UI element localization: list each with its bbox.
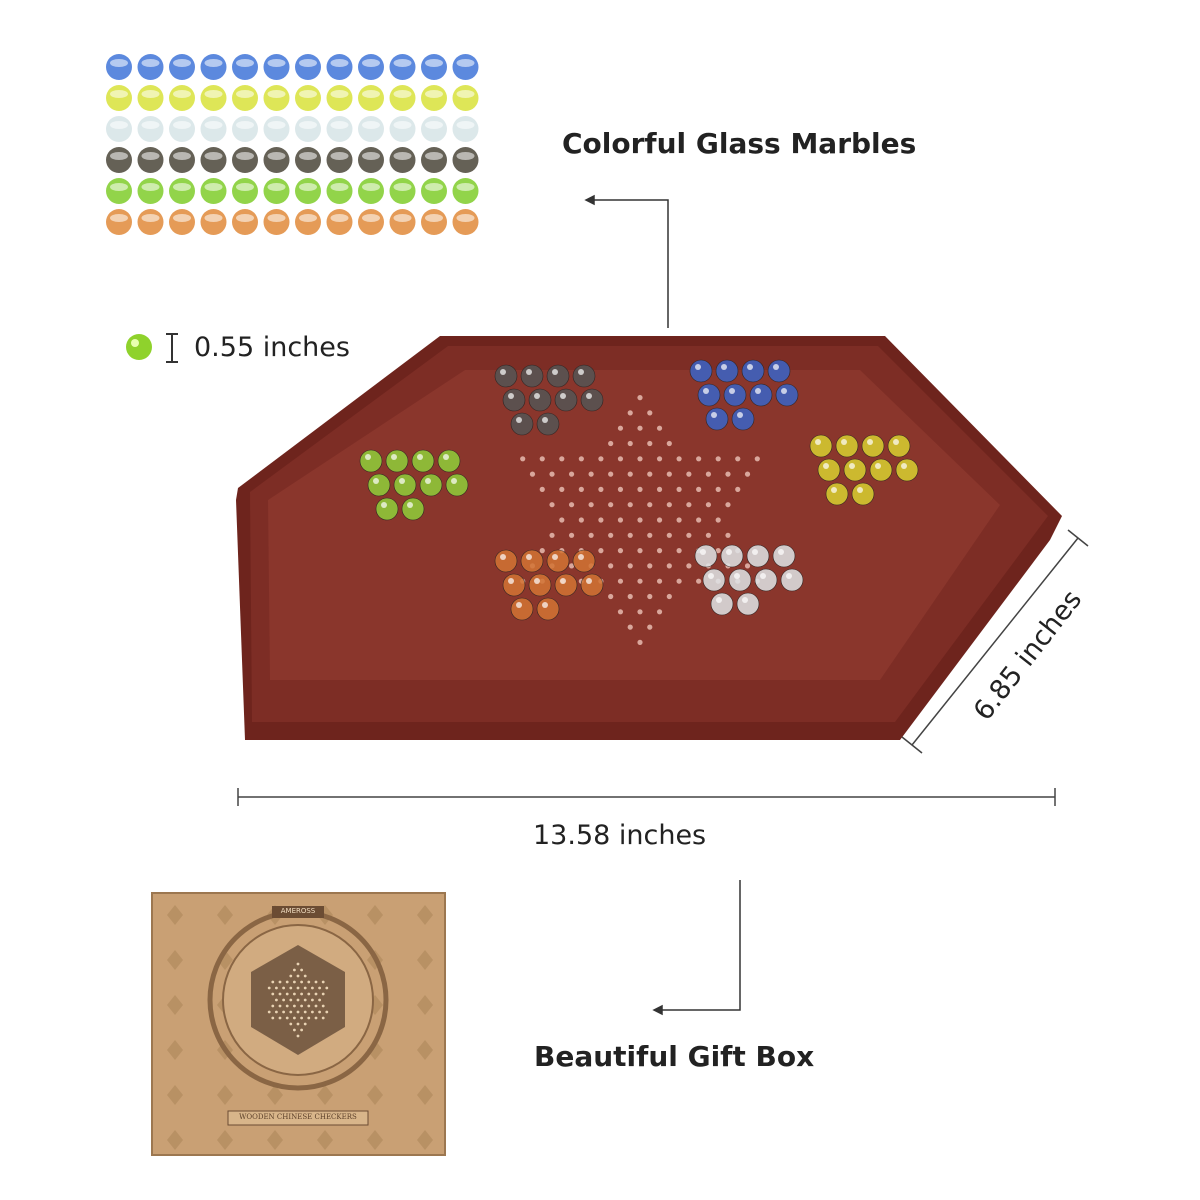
board-marble <box>528 573 552 597</box>
board-marble <box>895 458 919 482</box>
pointer-marbles <box>584 194 669 328</box>
board-marble <box>736 592 760 616</box>
board-marble <box>494 549 518 573</box>
board-marble <box>546 549 570 573</box>
board-marble <box>580 388 604 412</box>
board-marble <box>775 383 799 407</box>
board-marble <box>887 434 911 458</box>
board-marble <box>694 544 718 568</box>
board-marble <box>385 449 409 473</box>
board-marble <box>393 473 417 497</box>
board-marble <box>772 544 796 568</box>
board-marble <box>445 473 469 497</box>
board-marble <box>494 364 518 388</box>
marble-color-grid <box>106 54 479 235</box>
board-marble <box>697 383 721 407</box>
board-marble <box>546 364 570 388</box>
depth-dimension-line <box>901 529 1089 754</box>
board-marble <box>705 407 729 431</box>
board-marble <box>572 549 596 573</box>
board-marble <box>419 473 443 497</box>
board-marble <box>689 359 713 383</box>
board-marble <box>720 544 744 568</box>
board-marble <box>510 597 534 621</box>
board-marble <box>580 573 604 597</box>
width-caption: 13.58 inches <box>533 820 707 851</box>
board-marble <box>825 482 849 506</box>
board-marble <box>861 434 885 458</box>
board-marble <box>554 573 578 597</box>
board-marble <box>767 359 791 383</box>
board-marble <box>754 568 778 592</box>
width-dimension-line <box>237 788 1056 806</box>
board-marble <box>520 549 544 573</box>
board-marble <box>411 449 435 473</box>
board-marble <box>817 458 841 482</box>
gift-box <box>151 892 446 1156</box>
board-marble <box>536 597 560 621</box>
board <box>236 336 1062 740</box>
board-marble <box>359 449 383 473</box>
board-marble <box>843 458 867 482</box>
board-marble <box>728 568 752 592</box>
marble-size-icon <box>126 333 178 363</box>
board-marble <box>437 449 461 473</box>
board-marble <box>869 458 893 482</box>
gift-box-brand: AMEROSS <box>280 907 316 915</box>
board-marble <box>536 412 560 436</box>
marbles-caption: Colorful Glass Marbles <box>562 127 917 160</box>
board-marble <box>367 473 391 497</box>
board-marble <box>510 412 534 436</box>
board-marble <box>554 388 578 412</box>
board-marbles <box>359 359 919 621</box>
board-marble <box>835 434 859 458</box>
board-marble <box>851 482 875 506</box>
marble-size-caption: 0.55 inches <box>194 332 350 363</box>
board-marble <box>741 359 765 383</box>
board-marble <box>746 544 770 568</box>
board-marble <box>749 383 773 407</box>
gift-box-title: WOODEN CHINESE CHECKERS <box>239 1113 357 1121</box>
board-marble <box>780 568 804 592</box>
board-marble <box>520 364 544 388</box>
board-marble <box>401 497 425 521</box>
board-marble <box>702 568 726 592</box>
board-marble <box>375 497 399 521</box>
board-marble <box>528 388 552 412</box>
board-marble <box>809 434 833 458</box>
board-marble <box>572 364 596 388</box>
pointer-gift-box <box>652 880 741 1016</box>
board-marble <box>715 359 739 383</box>
board-marble <box>502 388 526 412</box>
board-marble <box>731 407 755 431</box>
board-marble <box>710 592 734 616</box>
gift-box-caption: Beautiful Gift Box <box>534 1040 815 1073</box>
board-marble <box>723 383 747 407</box>
board-marble <box>502 573 526 597</box>
